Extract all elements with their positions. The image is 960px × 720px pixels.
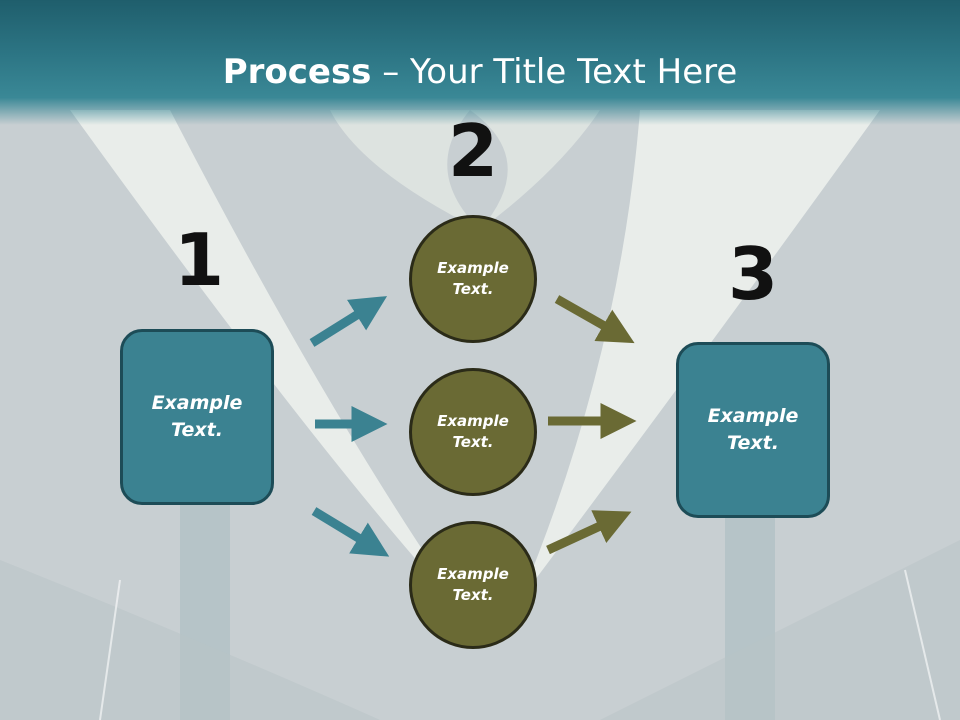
step-circle-2-label: Example Text. xyxy=(437,412,509,451)
title-bold: Process xyxy=(222,52,372,92)
step-circle-2: Example Text. xyxy=(409,368,537,496)
arrow-circle3-to-box3 xyxy=(546,510,632,555)
arrow-circle1-to-box3 xyxy=(554,295,635,344)
arrow-box1-to-circle1 xyxy=(309,296,388,347)
step-circle-1: Example Text. xyxy=(409,215,537,343)
step-number-2: 2 xyxy=(447,109,499,193)
title-rest: – Your Title Text Here xyxy=(371,52,738,92)
step-box-right: Example Text. xyxy=(676,342,830,518)
slide-title: Process – Your Title Text Here xyxy=(0,52,960,92)
step-number-3: 3 xyxy=(727,232,779,316)
step-circle-3: Example Text. xyxy=(409,521,537,649)
header-band xyxy=(0,0,960,125)
step-box-left-label: Example Text. xyxy=(151,392,243,441)
arrow-box1-to-circle3 xyxy=(311,507,390,557)
step-box-left: Example Text. xyxy=(120,329,274,505)
step-circle-1-label: Example Text. xyxy=(437,259,509,298)
step-circle-3-label: Example Text. xyxy=(437,565,509,604)
step-number-1: 1 xyxy=(173,218,225,302)
step-box-right-label: Example Text. xyxy=(707,405,799,454)
